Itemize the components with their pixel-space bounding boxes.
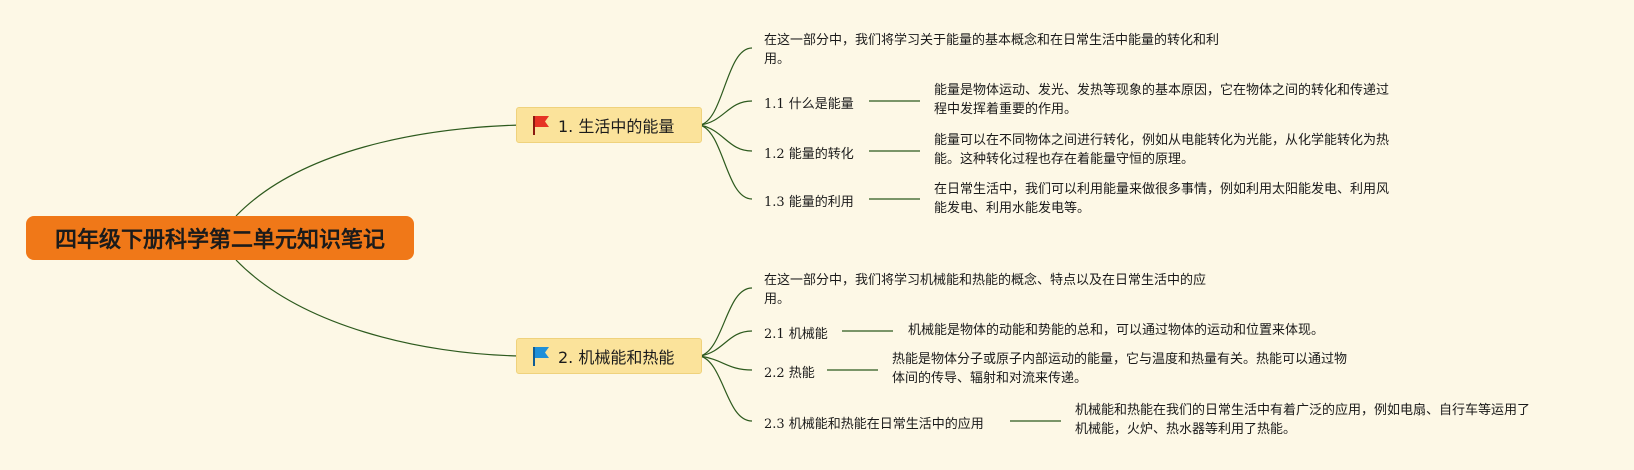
connector-branch1-item2 [699,124,753,152]
subtopic-2-1[interactable]: 2.1 机械能 [764,327,828,342]
root-node[interactable]: 四年级下册科学第二单元知识笔记 [26,216,414,260]
subtopic-2-3[interactable]: 2.3 机械能和热能在日常生活中的应用 [764,417,984,432]
description-line: 程中发挥着重要的作用。 [934,102,1078,117]
branch-2-title: 2. 机械能和热能 [558,348,675,367]
description-line: 在日常生活中，我们可以利用能量来做很多事情，例如利用太阳能发电、利用风 [934,182,1390,197]
connector-branch2-item3 [699,355,753,422]
intro-line: 用。 [764,52,791,67]
connector-branch2-intro [699,287,753,357]
branch-node-1[interactable]: 1. 生活中的能量 [516,107,702,143]
branch-2-intro[interactable]: 在这一部分中，我们将学习机械能和热能的概念、特点以及在日常生活中的应 用。 [764,271,1206,309]
intro-line: 用。 [764,292,791,307]
subtopic-1-1[interactable]: 1.1 什么是能量 [764,97,854,112]
description-line: 机械能和热能在我们的日常生活中有着广泛的应用，例如电扇、自行车等运用了 [1075,403,1531,418]
description-1-2[interactable]: 能量可以在不同物体之间进行转化，例如从电能转化为光能，从化学能转化为热 能。这种… [934,131,1389,169]
description-2-2[interactable]: 热能是物体分子或原子内部运动的能量，它与温度和热量有关。热能可以通过物 体间的传… [892,350,1347,388]
blue-flag-icon [533,347,549,366]
description-2-1[interactable]: 机械能是物体的动能和势能的总和，可以通过物体的运动和位置来体现。 [908,321,1324,340]
connector-branch1-item3 [699,124,753,200]
branch-1-intro[interactable]: 在这一部分中，我们将学习关于能量的基本概念和在日常生活中能量的转化和利 用。 [764,31,1219,69]
red-flag-icon [533,116,549,135]
description-1-1[interactable]: 能量是物体运动、发光、发热等现象的基本原因，它在物体之间的转化和传递过 程中发挥… [934,81,1389,119]
branch-1-title: 1. 生活中的能量 [558,117,675,136]
connector-branch2-item2 [699,355,753,371]
subtopic-1-2[interactable]: 1.2 能量的转化 [764,147,854,162]
description-1-3[interactable]: 在日常生活中，我们可以利用能量来做很多事情，例如利用太阳能发电、利用风 能发电、… [934,180,1389,218]
connector-root-branch-2 [235,259,521,357]
connector-branch1-item1 [699,100,753,126]
root-title: 四年级下册科学第二单元知识笔记 [54,228,385,253]
description-2-3[interactable]: 机械能和热能在我们的日常生活中有着广泛的应用，例如电扇、自行车等运用了 机械能，… [1075,401,1530,439]
description-line: 能发电、利用水能发电等。 [934,201,1091,216]
intro-line: 在这一部分中，我们将学习机械能和热能的概念、特点以及在日常生活中的应 [764,273,1207,288]
subtopic-1-3[interactable]: 1.3 能量的利用 [764,195,854,210]
description-line: 能量可以在不同物体之间进行转化，例如从电能转化为光能，从化学能转化为热 [934,133,1390,148]
description-line: 机械能是物体的动能和势能的总和，可以通过物体的运动和位置来体现。 [908,323,1325,338]
description-line: 体间的传导、辐射和对流来传递。 [892,371,1088,386]
branch-node-2[interactable]: 2. 机械能和热能 [516,338,702,374]
description-line: 机械能，火炉、热水器等利用了热能。 [1075,422,1297,437]
subtopic-2-2[interactable]: 2.2 热能 [764,366,815,381]
intro-line: 在这一部分中，我们将学习关于能量的基本概念和在日常生活中能量的转化和利 [764,33,1220,48]
connector-branch1-intro [699,47,753,126]
description-line: 热能是物体分子或原子内部运动的能量，它与温度和热量有关。热能可以通过物 [892,352,1348,367]
description-line: 能量是物体运动、发光、发热等现象的基本原因，它在物体之间的转化和传递过 [934,83,1390,98]
description-line: 能。这种转化过程也存在着能量守恒的原理。 [934,152,1195,167]
connector-root-branch-1 [235,124,521,217]
connector-branch2-item1 [699,330,753,357]
